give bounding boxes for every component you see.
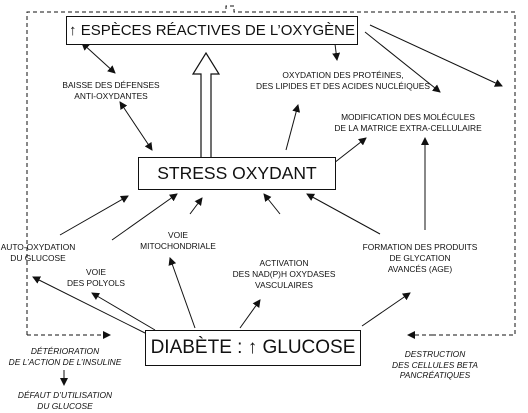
- destruction-label: DESTRUCTION DES CELLULES BETA PANCRÉATIQ…: [392, 349, 478, 380]
- stress-label: STRESS OXYDANT: [157, 163, 317, 183]
- oxydation-label: OXYDATION DES PROTÉINES, DES LIPIDES ET …: [256, 70, 430, 91]
- ros-label: ↑ ESPÈCES RÉACTIVES DE L’OXYGÈNE: [69, 22, 355, 39]
- mito-label: VOIE MITOCHONDRIALE: [140, 230, 216, 251]
- arrow-diabete-auto: [32, 276, 146, 334]
- diabete-label: DIABÈTE : ↑ GLUCOSE: [150, 337, 356, 358]
- dashed-feedback-loop: [26, 5, 516, 336]
- arrow-ros-oxydation: [332, 43, 341, 61]
- diabete-box: DIABÈTE : ↑ GLUCOSE: [145, 330, 361, 366]
- arrow-diabete-age: [361, 292, 411, 327]
- arrow-diabete-polyols: [91, 292, 156, 331]
- age-label: FORMATION DES PRODUITS DE GLYCATION AVAN…: [362, 242, 478, 274]
- arrow-age-stress: [306, 193, 381, 235]
- arrow-ros-modification: [364, 31, 441, 93]
- deterioration-label: DÉTÉRIORATION DE L’ACTION DE L’INSULINE: [8, 346, 122, 367]
- nadph-label: ACTIVATION DES NAD(P)H OXYDASES VASCULAI…: [232, 258, 336, 290]
- ros-box: ↑ ESPÈCES RÉACTIVES DE L’OXYGÈNE: [66, 16, 358, 45]
- arrow-polyols-stress: [111, 193, 178, 241]
- modification-label: MODIFICATION DES MOLÉCULES DE LA MATRICE…: [334, 112, 482, 133]
- polyols-label: VOIE DES POLYOLS: [66, 267, 126, 288]
- arrow-nadph-stress: [263, 193, 281, 215]
- arrow-baisse-stress: [119, 101, 153, 151]
- baisse-label: BAISSE DES DÉFENSES ANTI-OXYDANTES: [62, 80, 160, 101]
- arrow-baisse-ros: [81, 42, 116, 74]
- arrow-stress-modification: [333, 137, 367, 164]
- auto-oxydation-label: AUTO-OXYDATION DU GLUCOSE: [0, 242, 76, 263]
- arrow-diabete-mito: [168, 257, 196, 329]
- arrow-diabete-nadph: [239, 299, 261, 329]
- arrow-mito-stress: [189, 197, 203, 215]
- stress-to-ros-hollow-arrow: [191, 51, 221, 159]
- arrow-ros-matrix: [369, 24, 503, 87]
- defaut-label: DÉFAUT D’UTILISATION DU GLUCOSE: [17, 390, 113, 411]
- arrow-stress-oxydation: [285, 104, 301, 151]
- arrow-auto-stress: [59, 195, 129, 236]
- stress-box: STRESS OXYDANT: [138, 157, 336, 190]
